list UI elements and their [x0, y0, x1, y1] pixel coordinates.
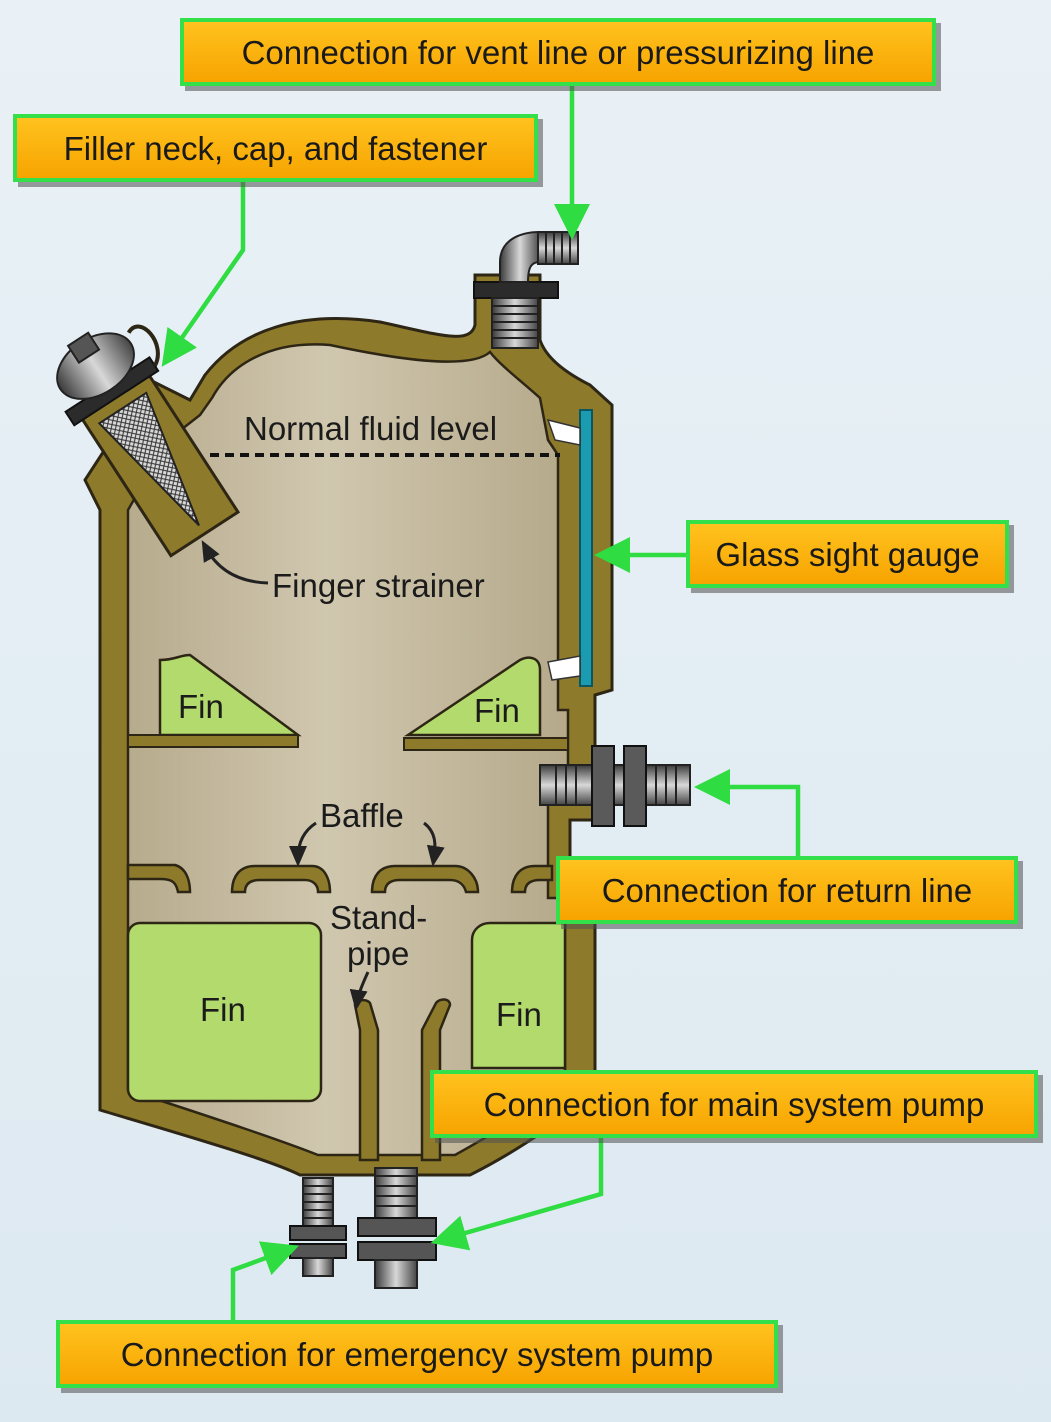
main-pump-callout: Connection for main system pump [430, 1070, 1038, 1138]
return-line-fitting [539, 745, 691, 827]
return-line-callout: Connection for return line [556, 856, 1018, 924]
baffle-pointer-left [289, 821, 317, 867]
return-line-leader [694, 769, 801, 856]
strainer-pointer [201, 540, 269, 585]
baffle-pointer-right [423, 821, 445, 867]
standpipe-pointer [349, 971, 370, 1011]
sight-gauge-bottom-fitting [547, 655, 581, 681]
fin-label-upper-left: Fin [178, 688, 224, 725]
filler-neck [56, 324, 241, 558]
baffle-row [126, 863, 554, 894]
filler-callout: Filler neck, cap, and fastener [13, 114, 538, 182]
fin-lower-right [470, 921, 567, 1070]
emergency-pump-fitting [289, 1177, 347, 1277]
emergency-pump-leader [230, 1241, 299, 1320]
fin-upper-right [403, 656, 542, 737]
sight-gauge-glass [579, 409, 593, 687]
main-pump-fitting [357, 1167, 437, 1289]
fin-shelf-left [127, 734, 299, 748]
fin-label-lower-right: Fin [496, 996, 542, 1033]
baffle-label: Baffle [320, 797, 404, 834]
vent-threads [491, 297, 539, 349]
vent-fitting-base [473, 281, 559, 299]
standpipe-label-line1: Stand- [330, 899, 427, 936]
standpipe-label-line2: pipe [347, 935, 409, 972]
filler-leader [161, 182, 246, 367]
fin-lower-left [126, 921, 323, 1103]
fluid-level-label: Normal fluid level [244, 410, 497, 447]
vent-elbow-threads [537, 231, 579, 265]
fin-upper-left [158, 653, 302, 737]
strainer-label: Finger strainer [272, 567, 485, 604]
fin-shelf-right [403, 737, 569, 751]
vent-callout: Connection for vent line or pressurizing… [180, 18, 936, 86]
emergency-pump-callout: Connection for emergency system pump [56, 1320, 778, 1388]
fin-label-lower-left: Fin [200, 991, 246, 1028]
main-pump-leader [430, 1138, 604, 1251]
fin-label-upper-right: Fin [474, 692, 520, 729]
sight-gauge-top-fitting [546, 418, 581, 446]
sight-gauge-callout: Glass sight gauge [686, 520, 1009, 588]
